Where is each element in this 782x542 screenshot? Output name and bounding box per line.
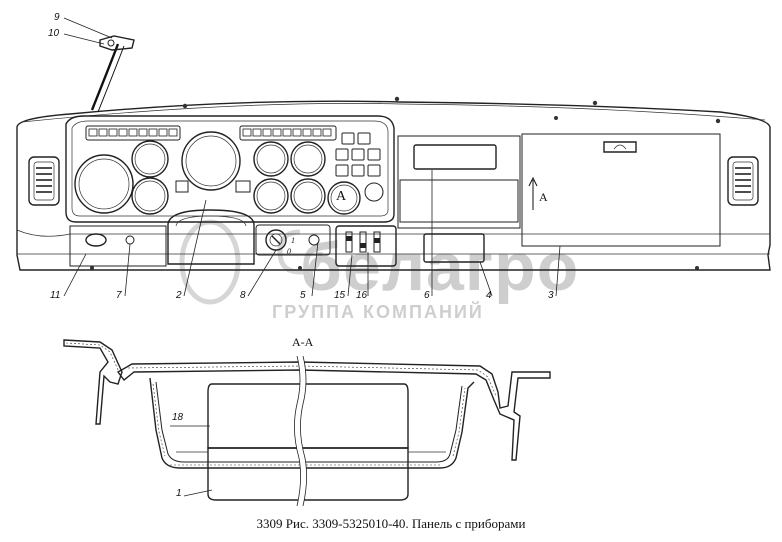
callout-3: 3 xyxy=(548,290,554,301)
gauge-small-top-right xyxy=(290,141,326,177)
right-air-vent xyxy=(727,156,759,206)
section-a-a-view: 18 1 xyxy=(63,339,551,507)
callout-16: 16 xyxy=(356,290,368,301)
section-upper-hatch xyxy=(127,365,497,397)
switch-label-1: 1 xyxy=(291,236,295,245)
section-pocket-inner xyxy=(155,381,463,463)
dashboard-top-view: А 1 0 xyxy=(16,12,771,301)
top-fasteners xyxy=(90,96,721,270)
callout-7: 7 xyxy=(116,290,122,301)
section-left-flange xyxy=(63,339,123,425)
ignition-switch: 1 0 xyxy=(255,224,331,256)
switch-button-grid xyxy=(335,132,381,177)
callout-15: 15 xyxy=(334,290,346,301)
gauge-small-far-right xyxy=(327,181,361,215)
section-break-edge xyxy=(294,355,307,507)
warning-lamp-strip-right xyxy=(239,125,337,141)
figure-caption: 3309 Рис. 3309-5325010-40. Панель с приб… xyxy=(257,516,526,531)
callout-5: 5 xyxy=(300,290,306,301)
gauge-large-left xyxy=(74,154,134,214)
instrument-cluster-inner xyxy=(71,120,389,217)
callout-1: 1 xyxy=(176,488,182,499)
cluster-square-right xyxy=(235,180,251,193)
indicator-round-right xyxy=(364,182,384,202)
glovebox xyxy=(521,133,721,247)
callout-8: 8 xyxy=(240,290,246,301)
section-insert xyxy=(207,383,409,449)
callout-2: 2 xyxy=(175,290,182,301)
dashboard-top-edge xyxy=(21,103,766,123)
section-pocket xyxy=(149,377,475,469)
left-air-vent xyxy=(28,156,60,206)
steering-column-shroud xyxy=(167,209,255,265)
switch-label-0: 0 xyxy=(287,247,291,256)
gauge-small-bottom-right xyxy=(290,178,326,214)
instrument-cluster-frame xyxy=(65,115,395,223)
callout-18: 18 xyxy=(172,412,184,423)
watermark-tagline: ГРУППА КОМПАНИЙ xyxy=(272,301,484,322)
cable-harness xyxy=(90,35,135,113)
section-upper-skin xyxy=(116,361,551,461)
heater-control-panel xyxy=(335,225,397,267)
callout-4: 4 xyxy=(486,290,492,301)
callout-10: 10 xyxy=(48,28,60,39)
gauge-speedometer xyxy=(181,131,241,191)
section-break-line xyxy=(294,355,307,507)
gauge-small-top-center-right xyxy=(253,141,289,177)
gauge-small-bottom-left xyxy=(131,177,169,215)
watermark: белагро ГРУППА КОМПАНИЙ xyxy=(179,219,578,322)
dashboard-outline xyxy=(16,100,771,271)
view-a-label: А xyxy=(539,190,548,204)
section-cover xyxy=(207,447,409,501)
gauge-small-bottom-center-right xyxy=(253,178,289,214)
cluster-square-left xyxy=(175,180,189,193)
section-left-hatch xyxy=(65,342,120,373)
gauge-marker-letter: А xyxy=(336,189,347,204)
callout-11: 11 xyxy=(50,290,60,301)
lower-left-panel xyxy=(69,225,167,267)
section-label: А-А xyxy=(292,335,314,349)
gauge-small-top-left xyxy=(131,140,169,178)
callout-6: 6 xyxy=(424,290,430,301)
center-console xyxy=(397,135,521,263)
warning-lamp-strip-left xyxy=(85,125,181,141)
callout-9: 9 xyxy=(54,12,60,23)
view-a-marker: А xyxy=(528,176,548,210)
section-pocket-hatch xyxy=(152,383,466,466)
section-leader-lines xyxy=(170,425,213,497)
leader-lines xyxy=(63,17,561,297)
